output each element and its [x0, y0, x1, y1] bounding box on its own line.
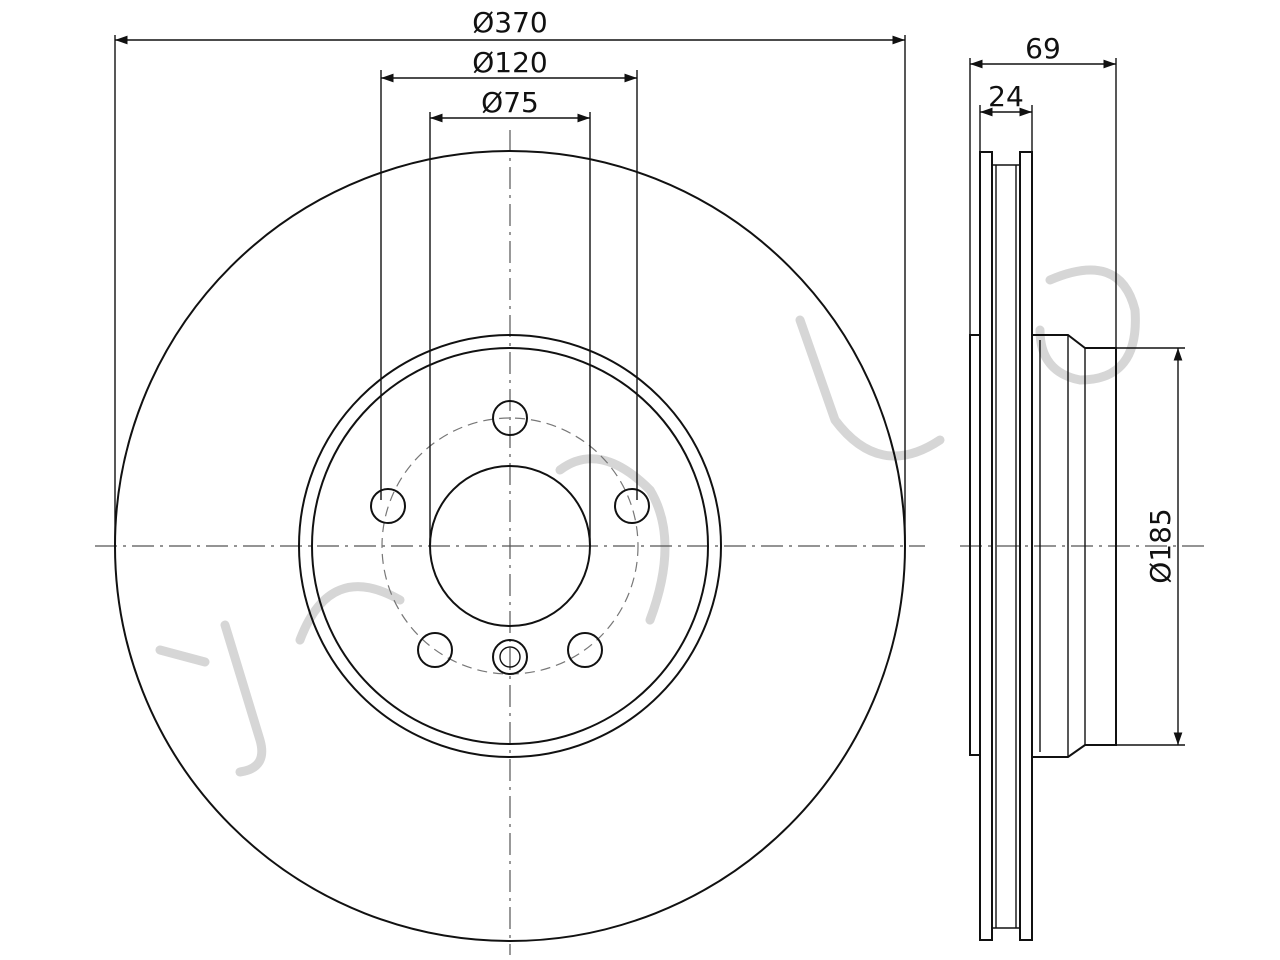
- side-view: 69 24 Ø185: [960, 32, 1210, 941]
- hat-flange: [969, 334, 981, 756]
- center-bore-label: Ø75: [481, 86, 539, 119]
- front-view: Ø370 Ø120 Ø75: [95, 6, 925, 955]
- inner-friction-plate: [1019, 151, 1033, 941]
- locating-hole-inner: [499, 646, 521, 668]
- hat-body: [1032, 334, 1117, 758]
- brand-watermark: [155, 265, 1140, 777]
- locating-hole: [492, 639, 528, 675]
- bolt-holes: [370, 400, 650, 675]
- hat-outer-ring: [298, 334, 722, 758]
- hat-diameter-label: Ø185: [1144, 508, 1177, 583]
- bolt-hole: [492, 400, 528, 436]
- hat-inner-ring: [311, 347, 709, 745]
- bolt-hole: [370, 488, 406, 524]
- bolt-hole: [614, 488, 650, 524]
- disc-thickness-label: 24: [988, 80, 1024, 113]
- hub-diameter-label: Ø120: [472, 46, 547, 79]
- outer-diameter-label: Ø370: [472, 6, 547, 39]
- bolt-hole: [567, 632, 603, 668]
- total-height-label: 69: [1025, 32, 1061, 65]
- bolt-hole: [417, 632, 453, 668]
